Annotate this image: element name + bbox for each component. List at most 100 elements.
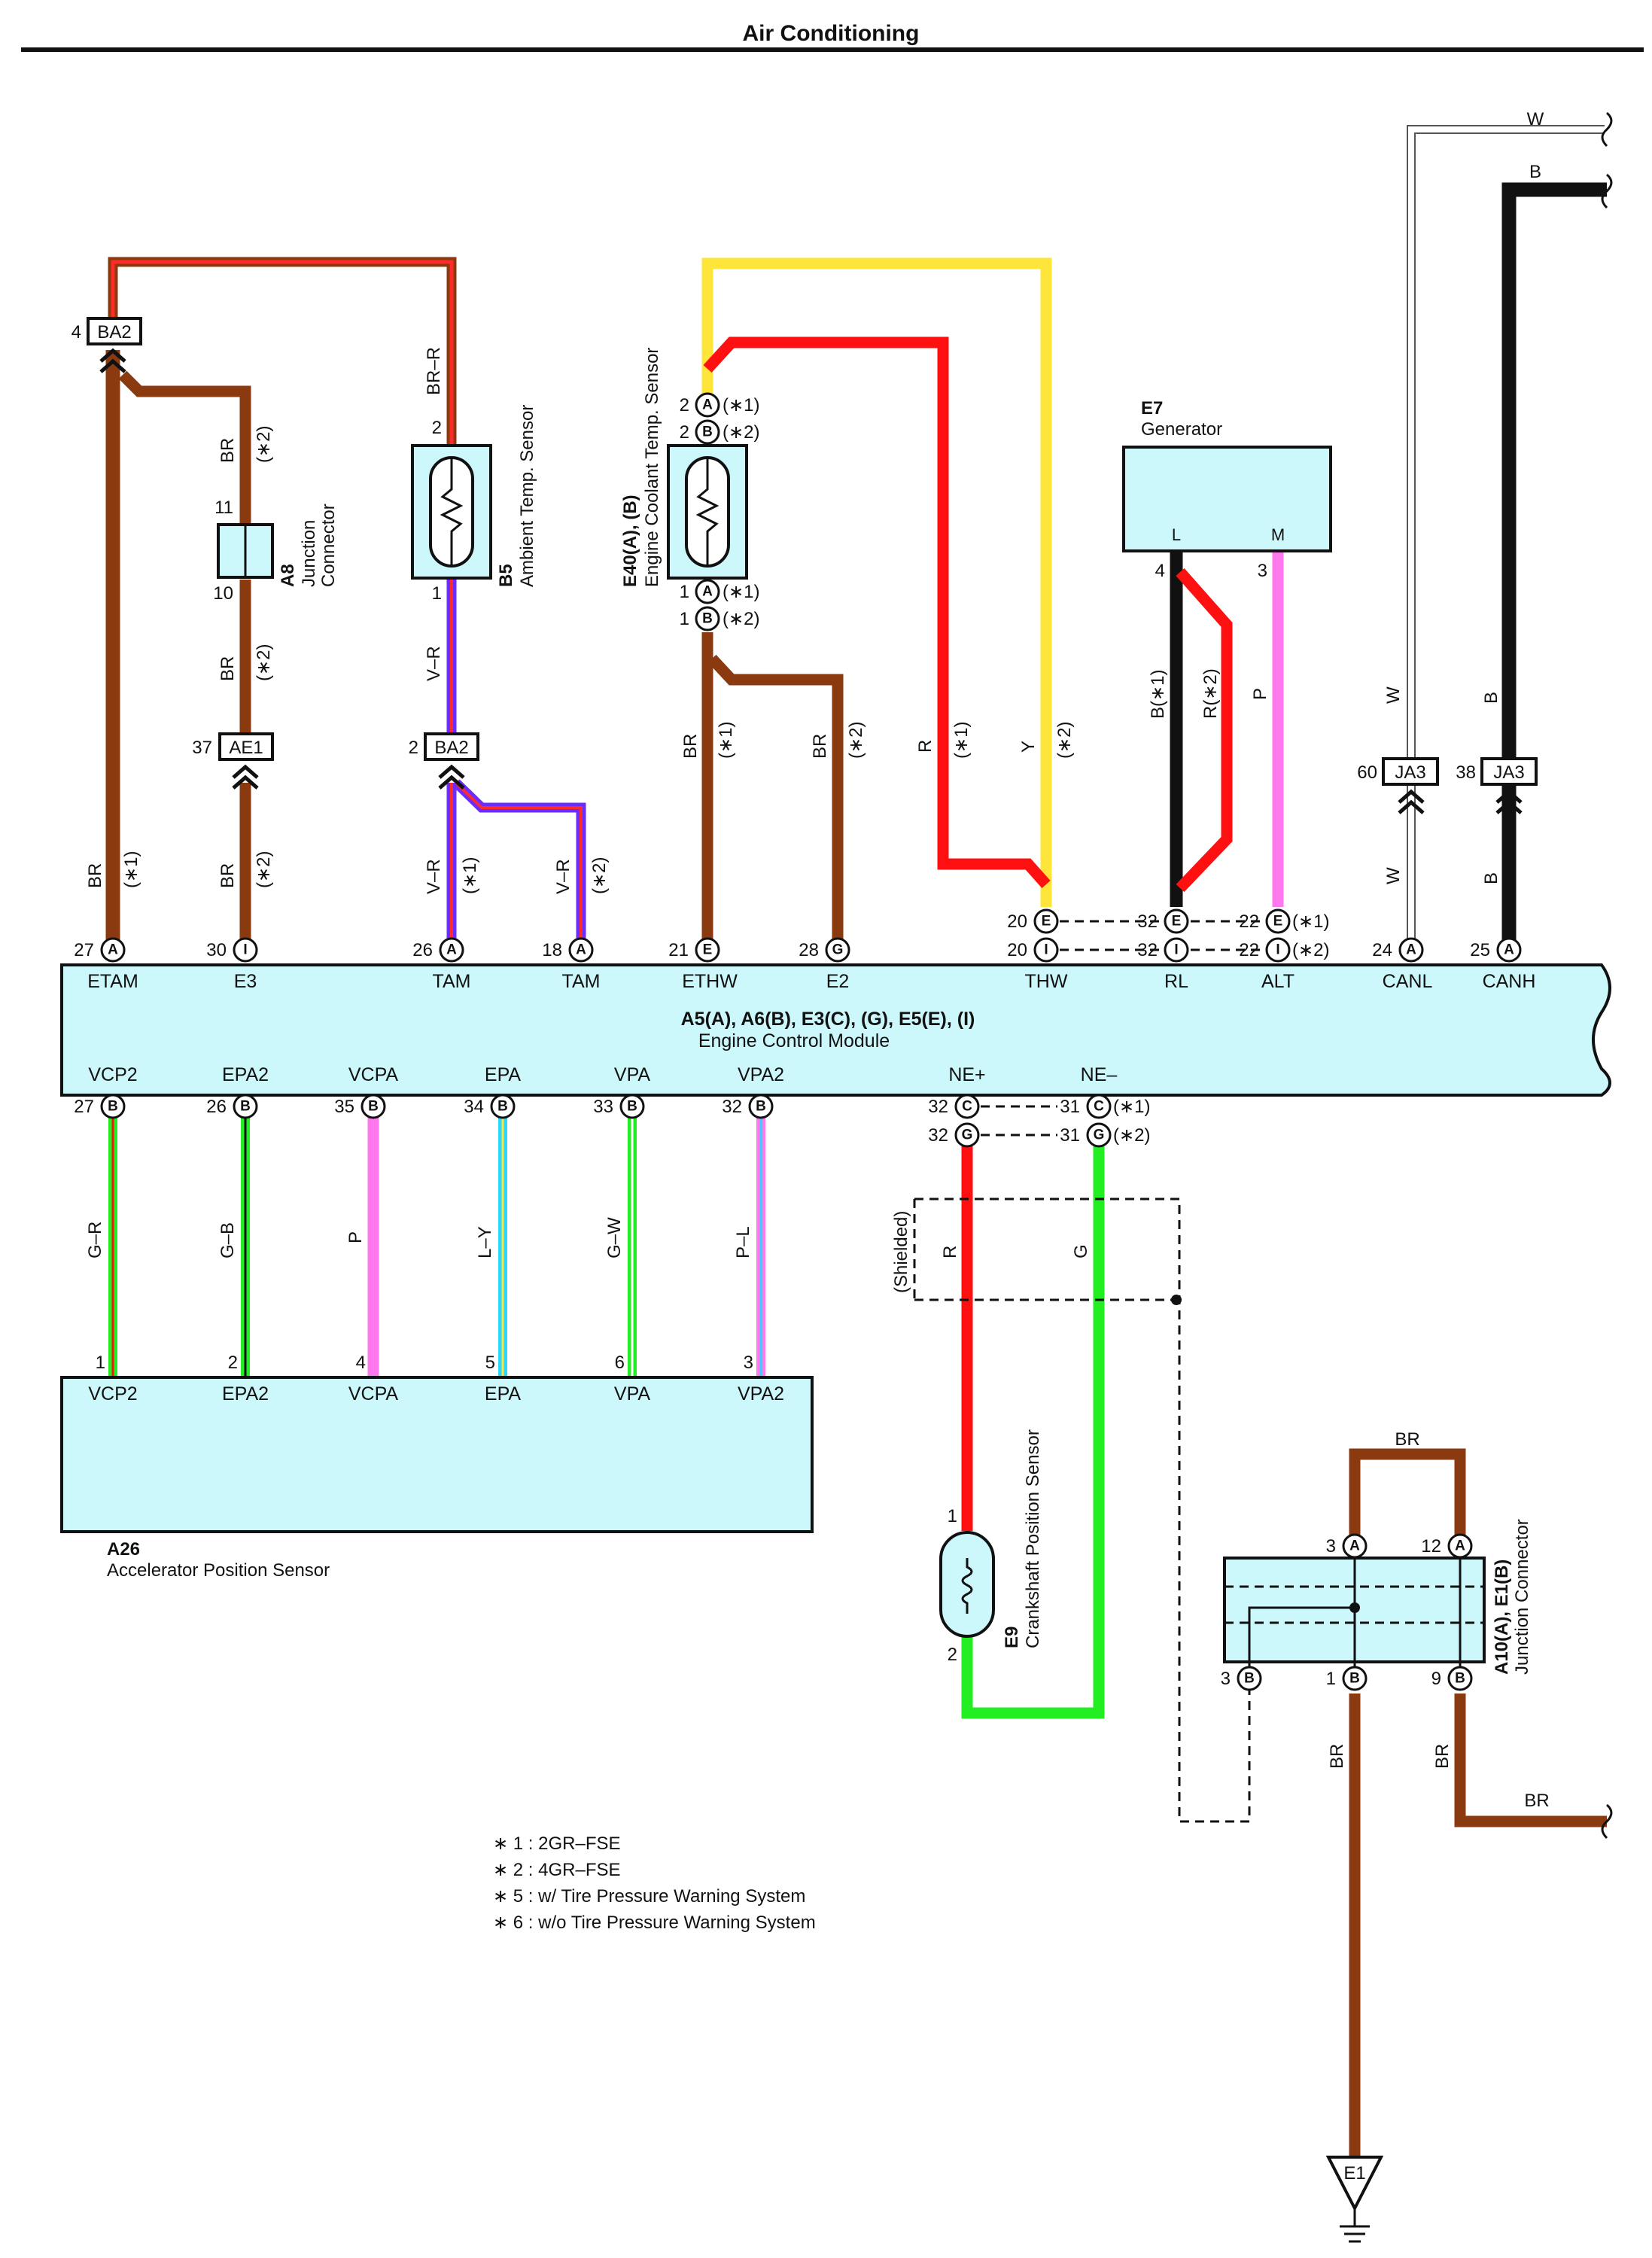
svg-text:27: 27	[74, 1097, 94, 1117]
svg-text:3: 3	[1258, 561, 1267, 581]
svg-text:28: 28	[799, 940, 819, 960]
svg-text:BR: BR	[810, 734, 830, 759]
svg-text:1: 1	[948, 1506, 957, 1526]
page-title: Air Conditioning	[743, 21, 920, 46]
svg-text:10: 10	[213, 583, 233, 604]
ja3-canl-connector: JA3 60	[1357, 757, 1439, 814]
svg-text:Engine Coolant Temp. Sensor: Engine Coolant Temp. Sensor	[642, 348, 662, 587]
pin-tam2: A18	[542, 937, 594, 963]
svg-text:Accelerator Position Sensor: Accelerator Position Sensor	[107, 1560, 330, 1581]
svg-text:E9: E9	[1002, 1627, 1022, 1648]
svg-text:26: 26	[206, 1097, 227, 1117]
svg-text:BR: BR	[1327, 1744, 1347, 1769]
a10-pin-12a: A12	[1421, 1533, 1473, 1559]
wire-canl-w	[1407, 125, 1605, 950]
svg-text:G: G	[1094, 1127, 1105, 1143]
pin-vcpa: B 35	[334, 1094, 386, 1119]
svg-text:(∗2): (∗2)	[254, 851, 274, 888]
wire-a10-top-br	[1349, 1448, 1466, 1535]
svg-text:Generator: Generator	[1141, 419, 1222, 440]
svg-text:(∗2): (∗2)	[589, 857, 610, 894]
svg-text:31: 31	[1060, 1125, 1080, 1146]
svg-text:B: B	[756, 1099, 766, 1115]
e40-pin-b-top: B2(∗2)	[680, 419, 759, 445]
ecm-name: Engine Control Module	[698, 1030, 890, 1051]
svg-text:2: 2	[680, 395, 689, 415]
footnotes: ∗ 1 : 2GR–FSE ∗ 2 : 4GR–FSE ∗ 5 : w/ Tir…	[493, 1833, 816, 1933]
a10-pin-9b: B9	[1431, 1666, 1473, 1691]
svg-text:(∗2): (∗2)	[1054, 722, 1075, 759]
ecm-term-canh: CANH	[1483, 971, 1536, 992]
svg-text:3: 3	[1326, 1536, 1336, 1557]
ecm-bottom-pins: B27 B26 B35 B34 B33 B32 C32 G32 C31(∗1) …	[74, 1094, 1150, 1148]
svg-text:2: 2	[948, 1645, 957, 1665]
svg-text:20: 20	[1007, 911, 1027, 932]
svg-text:(Shielded): (Shielded)	[891, 1211, 911, 1293]
ecm-term-tam2: TAM	[562, 971, 601, 992]
svg-text:BR: BR	[218, 656, 238, 681]
svg-text:A: A	[108, 942, 118, 958]
svg-text:32: 32	[928, 1097, 948, 1117]
svg-text:27: 27	[74, 940, 94, 960]
svg-text:A: A	[1406, 942, 1416, 958]
svg-text:V–R: V–R	[424, 646, 444, 681]
e40-pin-b-bot: B1(∗2)	[680, 606, 759, 631]
svg-text:A: A	[576, 942, 586, 958]
svg-text:B: B	[368, 1099, 379, 1115]
svg-text:(∗1): (∗1)	[121, 851, 141, 888]
svg-text:Y: Y	[1018, 741, 1039, 753]
svg-text:B: B	[1529, 162, 1541, 182]
wire-canh-b	[1501, 182, 1607, 950]
svg-text:9: 9	[1431, 1669, 1441, 1689]
svg-text:5: 5	[485, 1353, 495, 1373]
ecm-term-vpa: VPA	[614, 1064, 650, 1085]
svg-text:BR: BR	[218, 863, 238, 888]
a10-pin-3a: A3	[1326, 1533, 1368, 1559]
svg-text:BR: BR	[1524, 1791, 1549, 1811]
svg-text:B: B	[627, 1099, 637, 1115]
pin-nem-c: C31(∗1)	[1060, 1094, 1150, 1119]
pin-e3: I30	[206, 937, 258, 963]
pin-canh: A 25	[1470, 937, 1522, 963]
svg-text:G–W: G–W	[604, 1217, 625, 1258]
svg-text:(∗1): (∗1)	[723, 582, 759, 602]
svg-text:G–B: G–B	[218, 1222, 238, 1258]
svg-text:11: 11	[214, 498, 233, 518]
pin-vcp2: B27	[74, 1094, 126, 1119]
svg-text:BR: BR	[1432, 1744, 1453, 1769]
svg-text:B: B	[702, 425, 713, 440]
svg-text:C: C	[962, 1099, 972, 1115]
svg-text:A10(A), E1(B): A10(A), E1(B)	[1492, 1560, 1512, 1675]
svg-text:25: 25	[1470, 940, 1490, 960]
ecm-term-etam: ETAM	[87, 971, 138, 992]
svg-text:G: G	[962, 1127, 973, 1143]
svg-text:E: E	[703, 942, 713, 958]
svg-text:1: 1	[96, 1353, 105, 1373]
svg-text:VCPA: VCPA	[348, 1383, 399, 1404]
svg-text:R(∗2): R(∗2)	[1200, 668, 1221, 719]
svg-text:4: 4	[1155, 561, 1165, 581]
svg-text:35: 35	[334, 1097, 354, 1117]
svg-text:B: B	[1481, 692, 1501, 704]
svg-text:A: A	[1504, 942, 1514, 958]
svg-text:E1: E1	[1343, 2163, 1365, 2183]
svg-text:B(∗1): B(∗1)	[1148, 670, 1168, 719]
pin-vpa2: B32	[722, 1094, 774, 1119]
svg-text:BA2: BA2	[434, 738, 468, 758]
ecm-term-e2: E2	[826, 971, 850, 992]
svg-text:(∗1): (∗1)	[1113, 1097, 1150, 1117]
svg-text:R: R	[915, 740, 936, 753]
pin-tam1: A26	[412, 937, 464, 963]
footnote-2: ∗ 2 : 4GR–FSE	[493, 1860, 621, 1880]
ecm-term-ethw: ETHW	[682, 971, 738, 992]
svg-text:A26: A26	[107, 1539, 140, 1560]
ja3-canh-connector: JA3 38	[1456, 757, 1538, 814]
svg-text:4: 4	[356, 1353, 366, 1373]
ba2-top-connector: BA2 4	[71, 317, 142, 373]
wire-tam-vr	[446, 779, 586, 950]
svg-text:21: 21	[668, 940, 689, 960]
a10-pin-3b: B3	[1221, 1666, 1262, 1691]
ecm-term-alt: ALT	[1261, 971, 1295, 992]
ecm-term-thw: THW	[1025, 971, 1068, 992]
